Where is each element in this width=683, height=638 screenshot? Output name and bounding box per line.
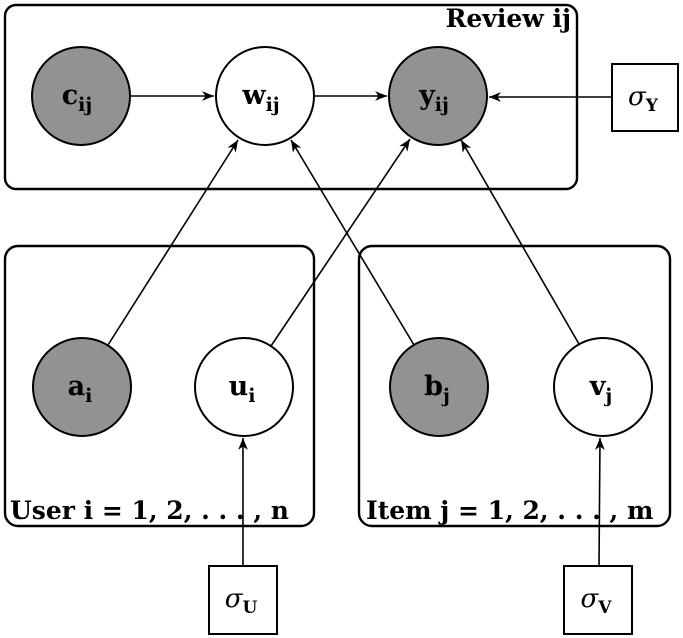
node-u-i-label: ui [229,371,256,407]
node-v-j [553,337,653,437]
node-a-i-label: ai [68,371,93,407]
param-sigma-v-label: σV [581,584,613,618]
edge-u-i-to-y-ij [270,138,411,347]
node-b-j [389,337,489,437]
node-u-i [194,337,294,437]
node-v-j-label: vj [589,371,613,407]
param-sigma-y-label: σY [628,82,659,116]
plate-item [357,244,672,528]
edge-a-i-to-w-ij [107,139,239,346]
node-w-ij [215,46,315,146]
param-sigma-y-box [611,63,679,132]
param-sigma-u-box [208,565,278,635]
plate-review-label: Review ij [446,4,571,33]
node-c-ij-label: cij [62,80,93,116]
node-w-ij-label: wij [241,80,279,116]
node-c-ij [31,46,131,146]
node-b-j-label: bj [424,371,450,407]
edge-v-j-to-y-ij [460,139,580,345]
node-y-ij [388,46,488,146]
edge-sigma-v-to-v-j [595,437,605,567]
edge-b-j-to-w-ij [290,139,415,346]
param-sigma-u-label: σU [225,584,258,618]
plate-item-label: Item j = 1, 2, . . . , m [366,496,653,525]
plate-user-label: User i = 1, 2, . . . , n [10,496,289,525]
plate-user [3,244,316,528]
param-sigma-v-box [563,565,633,635]
node-a-i [32,337,132,437]
node-y-ij-label: yij [418,80,449,116]
